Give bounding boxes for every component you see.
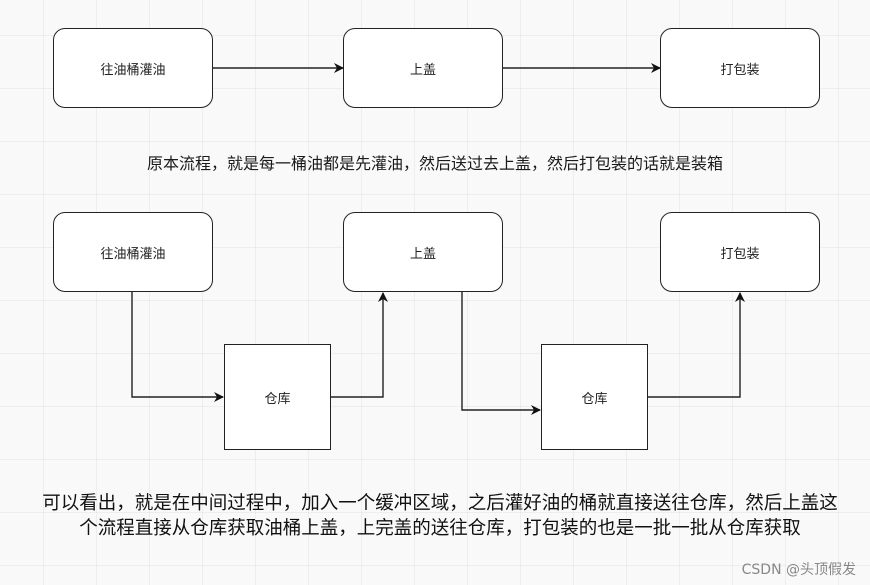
node-cap-buffered[interactable]: 上盖 <box>343 212 503 292</box>
node-fill-oil-buffered[interactable]: 往油桶灌油 <box>53 212 213 292</box>
node-label: 打包装 <box>720 246 760 262</box>
edge-fill-to-warehouse1 <box>131 291 224 402</box>
node-pack[interactable]: 打包装 <box>660 28 820 108</box>
node-pack-buffered[interactable]: 打包装 <box>660 212 820 292</box>
node-label: 往油桶灌油 <box>100 62 166 78</box>
original-flow-caption: 原本流程，就是每一桶油都是先灌油，然后送过去上盖，然后打包装的话就是装箱 <box>146 154 723 173</box>
node-warehouse-1[interactable]: 仓库 <box>224 344 331 450</box>
edge-warehouse1-to-cap <box>330 292 388 398</box>
edge-cap-to-warehouse2 <box>461 291 541 415</box>
node-label: 上盖 <box>409 62 436 78</box>
watermark: CSDN @头顶假发 <box>741 562 856 578</box>
node-label: 往油桶灌油 <box>100 246 166 262</box>
explanation-note: 可以看出，就是在中间过程中，加入一个缓冲区域，之后灌好油的桶就直接送往仓库，然后… <box>42 493 838 539</box>
node-label: 仓库 <box>581 391 608 407</box>
node-label: 上盖 <box>409 246 436 262</box>
node-cap[interactable]: 上盖 <box>343 28 503 108</box>
edge-warehouse2-to-pack <box>647 292 745 398</box>
node-label: 仓库 <box>264 391 291 407</box>
node-label: 打包装 <box>720 62 760 78</box>
node-warehouse-2[interactable]: 仓库 <box>541 344 648 450</box>
node-fill-oil[interactable]: 往油桶灌油 <box>53 28 213 108</box>
